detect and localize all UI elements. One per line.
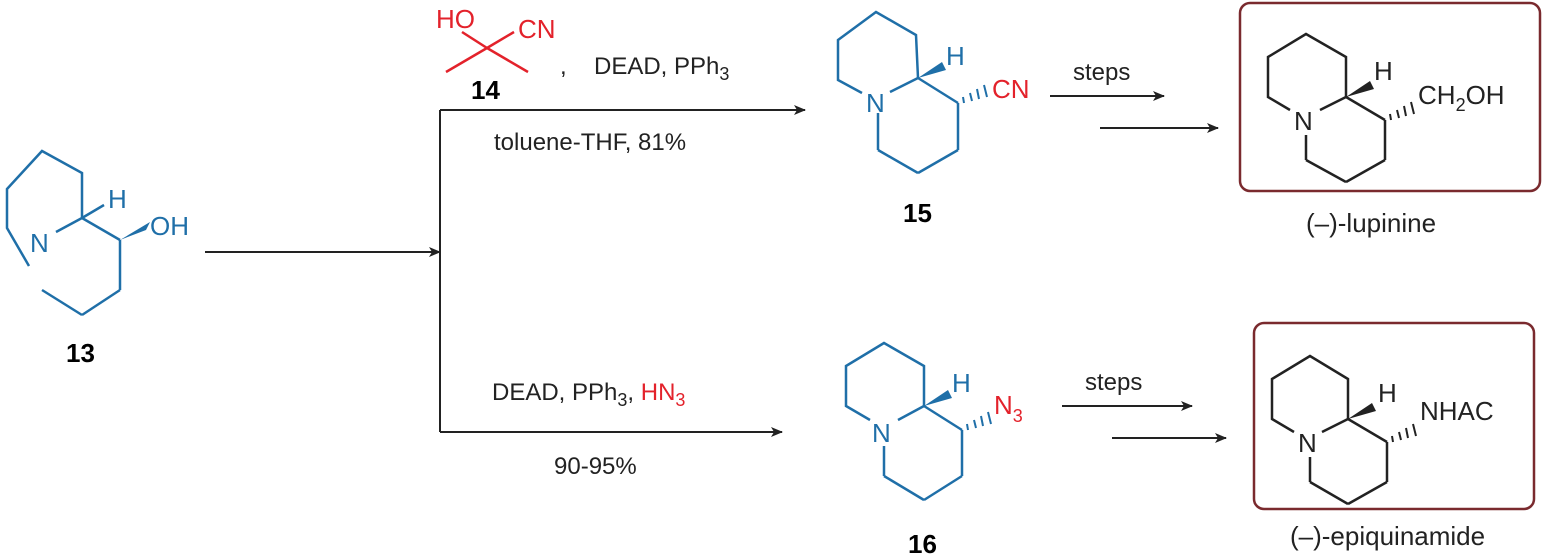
ch-part: CH xyxy=(1418,80,1456,110)
ring-a-bonds xyxy=(836,10,920,95)
ring-b-bond-1 xyxy=(923,404,963,432)
ring-b-bond-4 xyxy=(877,148,919,175)
n3-hash-bond xyxy=(966,411,992,431)
ring-b-bond-1 xyxy=(917,76,959,105)
epiquinamide-n-label: N xyxy=(1298,428,1317,458)
n3-sub: 3 xyxy=(1013,406,1023,426)
c15-cn-label: CN xyxy=(992,74,1030,104)
c14-bond-me1 xyxy=(445,46,488,74)
bottom-cond-text: DEAD, PPh xyxy=(492,379,617,406)
ring-b-bond-1 xyxy=(1345,95,1386,122)
lupinine-h-label: H xyxy=(1374,56,1393,86)
c14-number: 14 xyxy=(471,75,500,105)
steps-bottom-label: steps xyxy=(1085,369,1142,396)
n-ring-bond xyxy=(1319,95,1347,112)
compound-15 xyxy=(836,10,988,175)
ring-b-bond-4 xyxy=(41,288,83,317)
epiquinamide-nhac-label: NHAC xyxy=(1420,396,1494,426)
c14-bond-cn xyxy=(486,30,515,50)
ring-b-bond-3 xyxy=(1347,480,1388,506)
n-ring-bond xyxy=(889,76,919,94)
ring-b-bond-3 xyxy=(81,288,121,317)
n-ring-bond xyxy=(897,404,925,422)
compound-16 xyxy=(844,341,992,502)
compound-13 xyxy=(5,149,150,317)
oh-wedge-bond xyxy=(120,222,150,240)
epiquinamide-box xyxy=(1252,321,1536,511)
cn-hash-bond xyxy=(962,84,988,104)
epiquinamide-h-label: H xyxy=(1378,378,1397,408)
h-wedge-bond xyxy=(1348,403,1376,419)
ring-b-bond-3 xyxy=(917,148,959,175)
lupinine-ch2oh-label: CH2OH xyxy=(1418,80,1505,115)
bottom-condition-line1: DEAD, PPh3, HN3 xyxy=(492,379,685,410)
n3-main: N xyxy=(994,390,1013,420)
ring-b-bond-4 xyxy=(883,474,925,502)
c13-oh-label: OH xyxy=(150,211,189,241)
c14-ho-label: HO xyxy=(436,4,475,34)
hn3-sub: 3 xyxy=(675,390,685,410)
h-bond xyxy=(81,203,105,220)
lupinine-structure xyxy=(1266,32,1415,184)
steps-top-label: steps xyxy=(1073,59,1130,86)
c14-cn-label: CN xyxy=(518,14,556,44)
ring-b-bond-3 xyxy=(923,474,963,502)
nhac-hash-bond xyxy=(1391,423,1417,443)
ring-a-bonds xyxy=(1270,354,1350,434)
c15-h-label: H xyxy=(946,41,965,71)
n-ring-bond xyxy=(55,216,83,234)
c16-number: 16 xyxy=(908,529,937,559)
lupinine-name: (–)-lupinine xyxy=(1306,208,1436,238)
c15-n-label: N xyxy=(866,88,885,118)
n-ring-bond xyxy=(1321,417,1349,434)
h-wedge-bond xyxy=(918,62,946,78)
compound-14 xyxy=(445,30,529,74)
h-wedge-bond xyxy=(924,390,952,406)
ring-b-bond-4 xyxy=(1309,480,1349,506)
c16-n-label: N xyxy=(872,418,891,448)
c16-h-label: H xyxy=(952,368,971,398)
c16-n3-label: N3 xyxy=(994,390,1023,426)
lupinine-n-label: N xyxy=(1294,106,1313,136)
c13-n-label: N xyxy=(30,228,49,258)
c15-number: 15 xyxy=(903,198,932,228)
h-wedge-bond xyxy=(1346,81,1374,97)
bottom-condition-line2: 90-95% xyxy=(554,453,637,480)
c13-h-label: H xyxy=(108,184,127,214)
ring-a-bonds xyxy=(5,149,84,267)
ch2-sub: 2 xyxy=(1456,95,1466,115)
top-condition-line1: DEAD, PPh3 xyxy=(594,53,729,84)
ring-b-bond-1 xyxy=(81,216,121,242)
c14-bond-me2 xyxy=(486,46,529,74)
c14-bond-ho xyxy=(461,30,488,50)
top-cond-text: DEAD, PPh xyxy=(594,53,719,80)
top-condition-line2: toluene-THF, 81% xyxy=(494,129,686,156)
epiquinamide-name: (–)-epiquinamide xyxy=(1290,521,1485,551)
epiquinamide-structure xyxy=(1270,354,1417,506)
top-comma: , xyxy=(560,53,567,80)
ring-a-bonds xyxy=(1266,32,1348,112)
bottom-cond-sub: 3 xyxy=(617,390,627,410)
ring-b-bond-1 xyxy=(1347,417,1388,444)
bottom-cond-sep: , xyxy=(627,379,640,406)
oh-part: OH xyxy=(1466,80,1505,110)
hn3-main: HN xyxy=(641,379,676,406)
ch2oh-hash-bond xyxy=(1389,101,1415,121)
top-cond-sub: 3 xyxy=(719,64,729,84)
c13-number: 13 xyxy=(66,338,95,368)
ring-a-bonds xyxy=(844,341,926,422)
ring-b-bond-4 xyxy=(1305,158,1347,184)
ring-b-bond-3 xyxy=(1345,158,1386,184)
lupinine-box xyxy=(1238,1,1542,193)
